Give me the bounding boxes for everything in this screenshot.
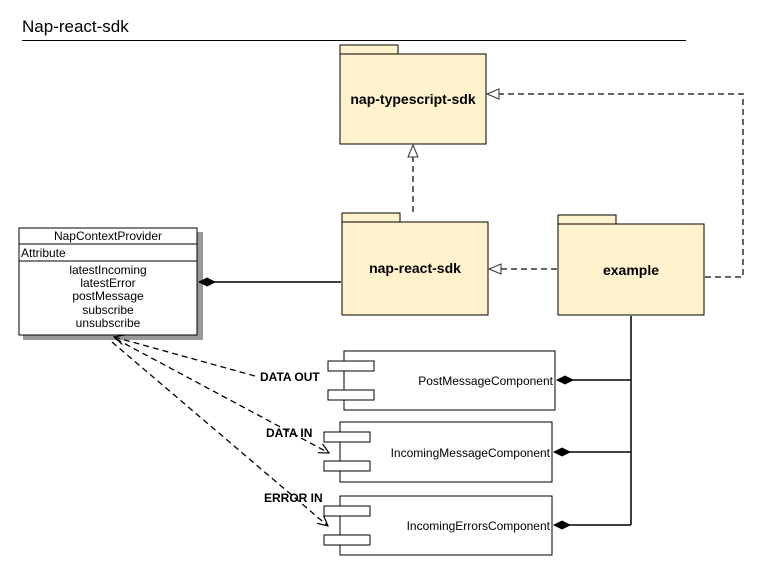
component-port-icon bbox=[323, 431, 371, 443]
component-post-message[interactable]: PostMessageComponent bbox=[327, 350, 556, 411]
flow-error-in-arrow bbox=[111, 341, 328, 526]
component-port-icon bbox=[323, 505, 371, 517]
class-box bbox=[18, 227, 198, 336]
component-incoming-message[interactable]: IncomingMessageComponent bbox=[323, 421, 553, 483]
package-tab bbox=[557, 214, 617, 225]
component-port-icon bbox=[327, 389, 375, 401]
package-nap-typescript-sdk[interactable]: nap-typescript-sdk bbox=[339, 44, 487, 145]
component-box bbox=[339, 421, 553, 483]
package-body bbox=[341, 221, 489, 316]
class-name: NapContextProvider bbox=[54, 229, 162, 243]
component-box bbox=[339, 495, 553, 556]
flow-data-out-arrow bbox=[114, 337, 256, 377]
package-label: example bbox=[603, 262, 659, 278]
package-label: nap-typescript-sdk bbox=[350, 91, 475, 107]
class-member: latestIncoming bbox=[69, 263, 146, 277]
flow-data-in-arrow bbox=[115, 338, 329, 453]
class-attribute-section: Attribute bbox=[21, 246, 66, 260]
class-member: latestError bbox=[80, 276, 135, 290]
package-tab bbox=[339, 44, 399, 55]
component-port-icon bbox=[323, 534, 371, 546]
component-box bbox=[343, 350, 556, 411]
component-label: IncomingErrorsComponent bbox=[407, 519, 551, 533]
page-title: Nap-react-sdk bbox=[22, 17, 129, 36]
package-tab bbox=[341, 212, 401, 223]
component-port-icon bbox=[323, 460, 371, 472]
class-member: postMessage bbox=[72, 289, 144, 303]
class-member: unsubscribe bbox=[76, 316, 141, 330]
flow-label-data-out: DATA OUT bbox=[260, 370, 320, 384]
flow-label-data-in: DATA IN bbox=[266, 426, 312, 440]
class-nap-context-provider[interactable]: NapContextProvider Attribute latestIncom… bbox=[18, 227, 203, 340]
flow-label-error-in: ERROR IN bbox=[264, 491, 323, 505]
package-body bbox=[557, 223, 705, 316]
class-member: subscribe bbox=[82, 303, 134, 317]
component-label: PostMessageComponent bbox=[418, 374, 553, 388]
package-nap-react-sdk[interactable]: nap-react-sdk bbox=[341, 212, 489, 316]
component-incoming-errors[interactable]: IncomingErrorsComponent bbox=[323, 495, 553, 556]
component-label: IncomingMessageComponent bbox=[391, 446, 551, 460]
package-example[interactable]: example bbox=[557, 214, 705, 316]
component-port-icon bbox=[327, 360, 375, 372]
package-label: nap-react-sdk bbox=[369, 260, 461, 276]
